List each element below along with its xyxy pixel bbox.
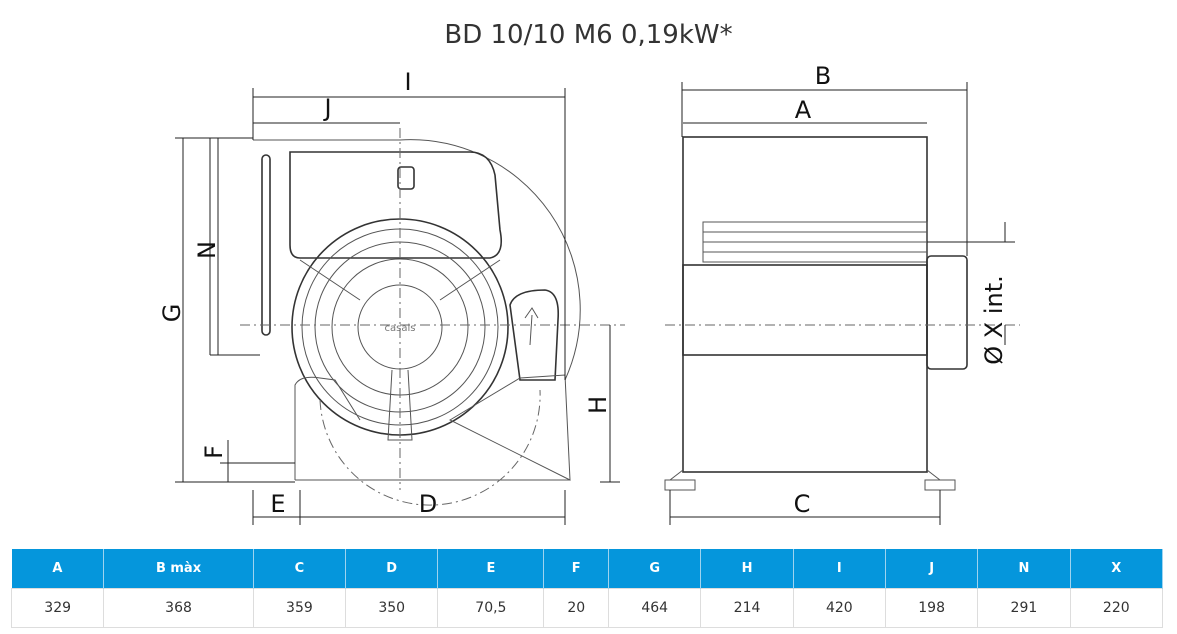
dim-label-B: B <box>815 62 831 90</box>
dim-label-N: N <box>193 241 221 259</box>
header-cell: A <box>11 549 105 589</box>
header-cell: C <box>253 549 347 589</box>
header-cell: D <box>345 549 439 589</box>
dimensions: I J B A N G H F E D C Ø X int. <box>158 62 1015 525</box>
motor-brackets <box>299 259 501 441</box>
value-cell: 359 <box>252 588 347 628</box>
housing-scroll <box>253 139 581 381</box>
value-cell: 420 <box>792 588 886 628</box>
band <box>682 264 928 356</box>
dim-label-X: Ø X int. <box>980 275 1008 365</box>
dim-label-G: G <box>158 304 186 323</box>
header-cell: B màx <box>103 549 254 589</box>
slot <box>261 154 271 336</box>
rotation-arrow-icon <box>524 307 539 346</box>
drawing-title: BD 10/10 M6 0,19kW* <box>444 20 733 50</box>
table-row: 329 368 359 350 70,5 20 464 214 420 198 … <box>10 588 1164 628</box>
header-cell: J <box>885 549 979 589</box>
value-cell: 214 <box>700 588 794 628</box>
dim-label-J: J <box>322 94 331 122</box>
base-frame <box>294 374 571 481</box>
value-cell: 368 <box>103 588 254 628</box>
dim-label-D: D <box>419 490 437 518</box>
header-cell: X <box>1070 549 1164 589</box>
top-panel <box>289 151 503 259</box>
value-cell: 464 <box>608 588 702 628</box>
dim-label-C: C <box>794 490 811 518</box>
motor <box>926 255 968 370</box>
header-cell: E <box>437 549 545 589</box>
fan-technical-drawing: casals I J B A N G H F E D C Ø X int. <box>158 62 1020 525</box>
outlet-arrow-panel <box>509 289 560 381</box>
header-cell: F <box>543 549 610 589</box>
housing-side <box>682 136 928 473</box>
header-cell: N <box>977 549 1071 589</box>
dim-label-H: H <box>584 396 612 414</box>
side-view <box>664 136 1020 491</box>
dim-label-E: E <box>270 490 285 518</box>
header-cell: G <box>608 549 702 589</box>
header-cell: I <box>793 549 886 589</box>
value-cell: 70,5 <box>437 588 545 628</box>
value-cell: 198 <box>884 588 979 628</box>
dim-label-A: A <box>795 96 812 124</box>
dimensions-table: A B màx C D E F G H I J N X 329 368 359 … <box>10 549 1164 628</box>
value-cell: 220 <box>1069 588 1164 628</box>
value-cell: 350 <box>345 588 439 628</box>
dim-label-I: I <box>404 68 411 96</box>
value-cell: 329 <box>10 588 105 628</box>
value-cell: 20 <box>543 588 610 628</box>
table-header-row: A B màx C D E F G H I J N X <box>11 549 1164 589</box>
value-cell: 291 <box>977 588 1071 628</box>
dim-label-F: F <box>200 445 228 459</box>
header-cell: H <box>700 549 794 589</box>
feet <box>664 469 956 491</box>
front-view: casals <box>240 128 625 506</box>
